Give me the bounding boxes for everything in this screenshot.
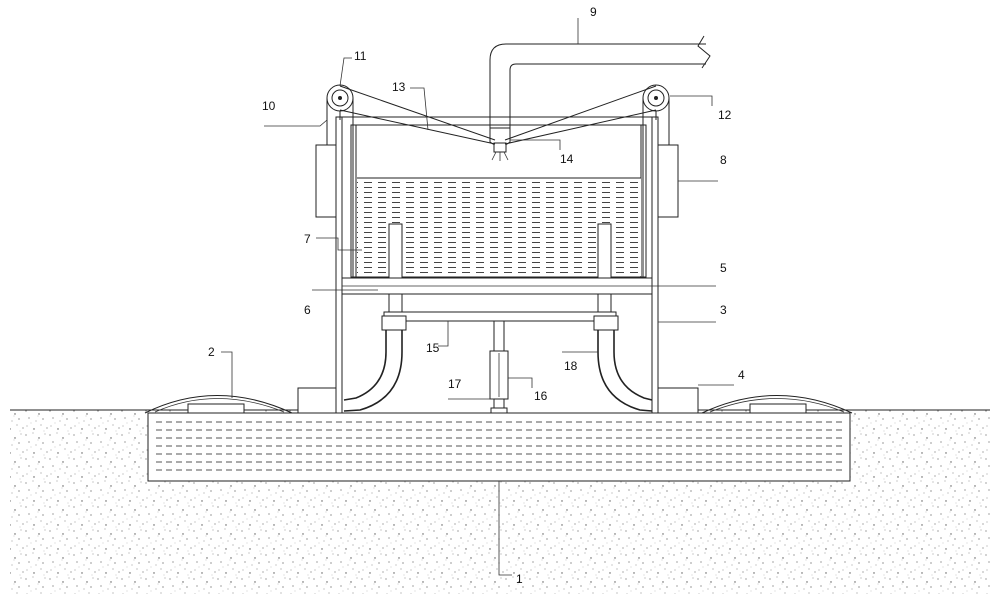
callout-12: 12 xyxy=(718,108,732,122)
right-side-box xyxy=(657,144,679,218)
spray-nozzle xyxy=(489,127,511,161)
cables xyxy=(326,85,670,278)
callout-18: 18 xyxy=(564,359,578,373)
callout-9: 9 xyxy=(590,5,597,19)
callout-16: 16 xyxy=(534,389,548,403)
left-curved-hose xyxy=(343,330,403,412)
leader-lines xyxy=(221,18,734,576)
callout-labels: 1 2 3 4 5 6 7 8 9 10 11 12 13 14 15 16 1… xyxy=(208,5,745,586)
right-curved-hose xyxy=(597,330,653,412)
right-dome xyxy=(701,395,853,414)
left-support-block xyxy=(297,387,339,414)
callout-11: 11 xyxy=(354,49,367,63)
callout-8: 8 xyxy=(720,153,727,167)
cross-plate xyxy=(341,277,653,295)
callout-6: 6 xyxy=(304,303,311,317)
callout-15: 15 xyxy=(426,341,440,355)
callout-5: 5 xyxy=(720,261,727,275)
inlet-pipe xyxy=(489,35,711,128)
central-post xyxy=(489,320,509,414)
callout-10: 10 xyxy=(262,99,276,113)
lifting-beam xyxy=(381,311,619,331)
base-tank xyxy=(147,412,851,482)
left-side-box xyxy=(315,144,337,218)
callout-3: 3 xyxy=(720,303,727,317)
callout-14: 14 xyxy=(560,152,574,166)
right-pulley xyxy=(642,84,670,120)
left-dome xyxy=(144,395,293,414)
callout-7: 7 xyxy=(304,232,311,246)
left-pulley xyxy=(326,84,354,120)
callout-13: 13 xyxy=(392,80,406,94)
callout-17: 17 xyxy=(448,377,462,391)
inner-tank xyxy=(350,124,647,278)
callout-2: 2 xyxy=(208,345,215,359)
right-support-block xyxy=(657,387,699,414)
callout-4: 4 xyxy=(738,368,745,382)
callout-1: 1 xyxy=(516,572,523,586)
